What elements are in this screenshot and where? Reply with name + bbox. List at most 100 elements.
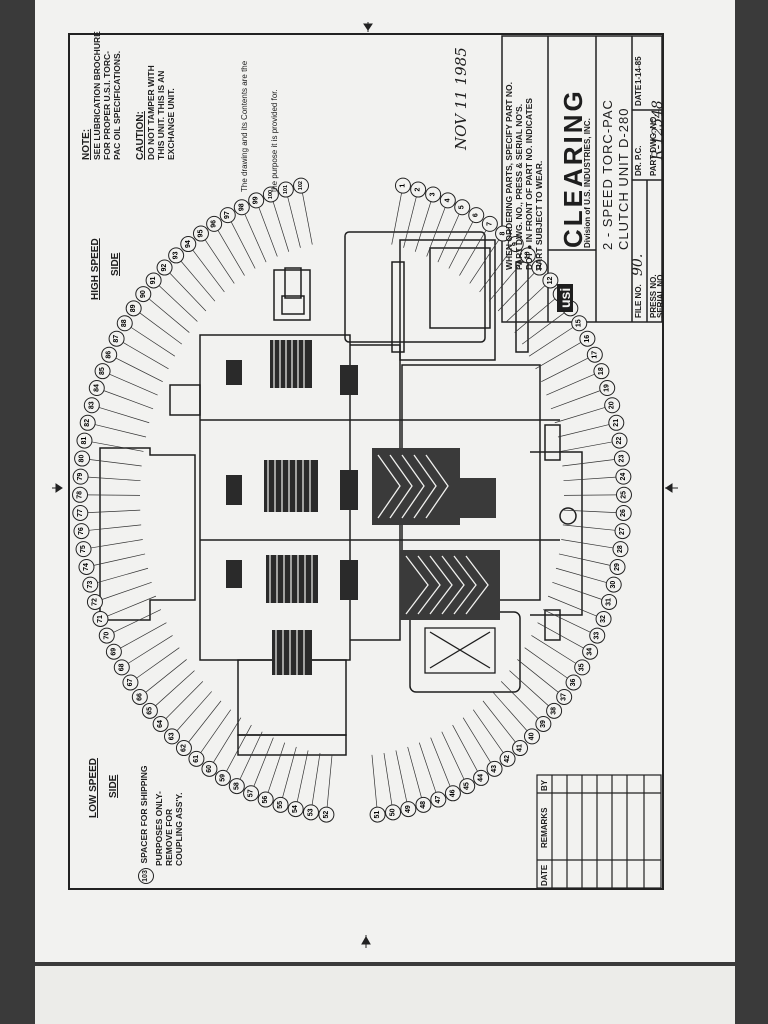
balloon-label: 4 — [444, 198, 451, 202]
balloon-label: 51 — [374, 811, 381, 819]
balloon-label: 40 — [529, 732, 536, 740]
balloon-22: 22 — [560, 432, 628, 452]
balloon-21: 21 — [557, 414, 625, 438]
leader-line — [213, 717, 242, 763]
balloon-circle — [125, 300, 142, 317]
balloon-circle — [108, 330, 125, 347]
proprietary-line: the purpose it is provided for. — [270, 89, 279, 192]
balloon-circle — [546, 702, 563, 719]
date-value: 1-14-85 — [634, 56, 643, 84]
leader-line — [550, 390, 601, 410]
date-label: DATE — [634, 84, 643, 106]
leader-line — [326, 754, 333, 808]
leader-line — [554, 407, 606, 424]
balloon-33: 33 — [542, 609, 606, 644]
balloon-49: 49 — [395, 750, 417, 818]
balloon-circle — [486, 760, 503, 777]
balloon-circle — [192, 225, 209, 242]
balloon-circle — [586, 346, 603, 363]
balloon-label: 67 — [127, 678, 134, 686]
balloon-label: 59 — [219, 774, 226, 782]
spacer-note: 103 SPACER FOR SHIPPING PURPOSES ONLY- R… — [134, 765, 184, 884]
leader-line — [426, 207, 446, 257]
leader-line — [452, 724, 478, 772]
balloon-label: 42 — [504, 755, 511, 763]
brake-pack-hatching — [377, 454, 489, 615]
balloon-86: 86 — [101, 346, 163, 383]
leader-line — [217, 230, 245, 276]
balloon-circle — [141, 702, 158, 719]
lubrication-note: NOTE: SEE LUBRICATION BROCHURE FOR PROPE… — [81, 31, 122, 160]
balloon-label: 38 — [551, 707, 558, 715]
leader-line — [561, 539, 614, 549]
balloon-label: 61 — [193, 755, 200, 763]
balloon-label: 60 — [206, 765, 213, 773]
balloon-label: 39 — [540, 720, 547, 728]
balloon-label: 76 — [78, 527, 85, 535]
balloon-11: 11 — [497, 259, 548, 312]
balloon-circle — [78, 558, 95, 575]
leader-line — [113, 609, 162, 633]
product-line-2: CLUTCH UNIT D-280 — [616, 107, 631, 250]
leader-line — [528, 327, 574, 357]
leader-line — [524, 647, 568, 679]
leader-line — [531, 635, 577, 664]
balloon-circle — [400, 801, 417, 818]
balloon-24: 24 — [563, 468, 632, 485]
balloon-label: 62 — [180, 744, 187, 752]
revision-by-header: BY — [540, 779, 549, 791]
balloon-circle — [74, 450, 91, 467]
leader-line — [90, 539, 143, 549]
balloon-circle — [233, 199, 250, 216]
balloon-circle — [92, 610, 109, 627]
balloon-95: 95 — [192, 225, 235, 284]
balloon-81: 81 — [76, 432, 144, 452]
balloon-label: 54 — [292, 805, 299, 813]
balloon-label: 3 — [430, 192, 437, 196]
balloon-4: 4 — [426, 192, 456, 257]
leader-line — [296, 750, 309, 802]
leader-line — [91, 441, 144, 452]
leader-line — [115, 357, 163, 383]
balloon-64: 64 — [152, 681, 204, 732]
leader-line — [497, 272, 535, 312]
leader-line — [239, 731, 263, 780]
balloon-label: 17 — [591, 351, 598, 359]
leader-line — [546, 373, 595, 396]
leader-line — [462, 717, 491, 763]
balloon-circle — [86, 593, 103, 610]
balloon-31: 31 — [552, 582, 618, 610]
balloon-label: 55 — [277, 801, 284, 809]
balloon-label: 28 — [617, 545, 624, 553]
balloon-circle — [131, 688, 148, 705]
leader-line — [204, 239, 235, 284]
leader-line — [537, 622, 584, 649]
balloon-96: 96 — [206, 215, 245, 276]
balloon-label: 68 — [118, 663, 125, 671]
leader-line — [97, 567, 149, 583]
balloon-label: 26 — [620, 509, 627, 517]
leader-line — [258, 207, 278, 257]
balloon-36: 36 — [524, 647, 582, 691]
leader-line — [542, 609, 591, 633]
balloon-circle — [507, 236, 524, 253]
balloon-circle — [79, 414, 96, 431]
balloon-label: 95 — [197, 230, 204, 238]
leader-line — [560, 441, 613, 452]
balloon-68: 68 — [113, 635, 173, 676]
balloon-circle — [262, 186, 279, 203]
balloon-28: 28 — [561, 539, 629, 558]
balloon-94: 94 — [180, 236, 225, 293]
balloon-75: 75 — [75, 539, 143, 558]
ordering-note-line: PART SUBJECT TO WEAR. — [534, 160, 544, 270]
balloon-circle — [415, 796, 432, 813]
balloon-label: 73 — [87, 581, 94, 589]
balloon-circle — [145, 272, 162, 289]
note-line: PAC OIL SPECIFICATIONS. — [112, 50, 122, 160]
leader-line — [563, 476, 616, 482]
ordering-note-line: DOT ● IN FRONT OF PART NO. INDICATES — [524, 98, 534, 270]
leader-line — [557, 424, 610, 438]
balloon-32: 32 — [547, 595, 612, 627]
leader-line — [562, 524, 616, 531]
balloon-102: 102 — [293, 177, 313, 245]
